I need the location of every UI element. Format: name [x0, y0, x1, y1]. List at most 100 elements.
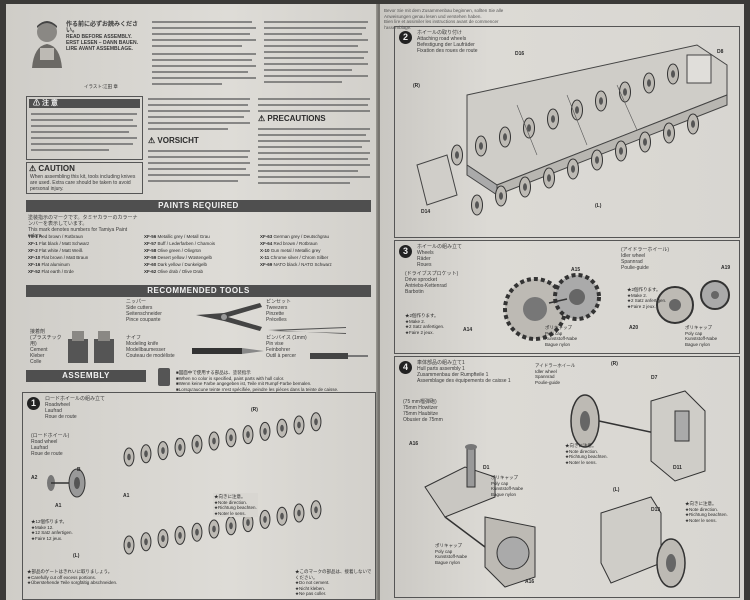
step3-make2-left: ★2個作ります。 ★Make 2. ★2 Satz anfertigen. ★F… — [405, 313, 444, 335]
illustration-caption: イラスト:江田 章 — [84, 84, 118, 89]
step4-label-l: (L) — [613, 487, 620, 493]
vorsicht-icon: ⚠ — [148, 136, 156, 145]
paint-entry: XF-1 Flat black / Matt Schwarz — [28, 241, 89, 247]
intro-fr: LIRE AVANT ASSEMBLAGE. — [66, 46, 133, 52]
step3-part-a20: A20 — [629, 325, 639, 331]
step3-sub-jp: (ドライブスプロケット) — [405, 271, 459, 277]
howitzer-drawing — [424, 444, 536, 588]
paint-entry: XF-69 NATO black / NATO Schwarz — [260, 262, 332, 268]
drive-sprocket-drawing — [503, 273, 601, 341]
cement-bottles-icon — [68, 331, 114, 363]
polycap-mid-fr: Bague nylon — [491, 491, 517, 497]
paint-code: XF-69 — [260, 262, 274, 267]
step4-direction-en: ★Note direction. — [565, 448, 599, 454]
road-wheel-hub — [619, 147, 623, 155]
road-wheel-hub — [575, 106, 579, 114]
make2-right-fr: ★Faire 2 jeux. — [627, 303, 656, 309]
idler-label-en: Idler wheel — [535, 368, 557, 374]
paints-note-en: This mark denotes numbers for Tamiya Pai… — [28, 227, 128, 239]
middle-column-lines — [148, 98, 250, 130]
howitzer-de: 75mm Haubitze — [403, 411, 439, 417]
make2-right-jp: ★2個作ります。 — [627, 287, 661, 292]
step3-en: Wheels — [417, 250, 434, 256]
step1-direction-note: ★向きに注意。 ★Note direction. ★Richtung beach… — [213, 493, 258, 517]
paint-name: Flat earth / Erde — [41, 269, 74, 274]
road-wheel-hub — [475, 201, 479, 209]
direction-fr: ★Noter le sens. — [214, 510, 246, 516]
step4-part-d7: D7 — [651, 375, 658, 381]
recommended-tools-banner: RECOMMENDED TOOLS — [26, 285, 371, 297]
make2-en: ★Make 2. — [405, 318, 426, 324]
road-wheel-hub — [144, 538, 148, 546]
step1-label-l: (L) — [73, 553, 80, 559]
cement-label: 接着剤 (プラスチック用) Cement Kleber Colle — [30, 329, 66, 365]
road-wheel-hub — [647, 79, 651, 87]
road-wheel-hub — [127, 453, 131, 461]
cement-jp: 接着剤 — [30, 329, 46, 335]
polycap-en: Poly cap — [545, 330, 563, 336]
road-wheel-hub — [246, 431, 250, 439]
step4-part-d11: D11 — [673, 465, 682, 471]
paint-entry: XF-16 Flat aluminum — [28, 262, 70, 268]
paint-code: XF-52 — [28, 269, 42, 274]
step4-heading: 車体部品の組み立て1 Hull parts assembly 1 Zusamme… — [417, 360, 511, 384]
road-wheel-hub — [623, 88, 627, 96]
step1-sub-jp: (ロードホイール) — [31, 433, 70, 439]
step2-de: Befestigung der Laufräder — [417, 42, 475, 48]
paint-entry: XF-60 Dark yellow / Dunkelgelb — [144, 262, 207, 268]
cement-de: Kleber — [30, 353, 45, 359]
paint-code: XF-59 — [144, 255, 158, 260]
step2-jp: ホイールの取り付け — [417, 30, 463, 36]
paint-name: Flat aluminum — [41, 262, 70, 267]
road-wheel-row-l — [123, 500, 322, 555]
step4-part-a16-b: A16 — [525, 579, 535, 585]
step1-jp: ロードホイールの組み立て — [45, 396, 106, 402]
paint-entry: X-11 Chrome silver / Chrom Silber — [260, 255, 328, 261]
step3-make2-right: ★2個作ります。 ★Make 2. ★2 Satz anfertigen. ★F… — [627, 287, 666, 309]
step4-fr: Assemblage des équipements de caisse 1 — [417, 378, 511, 384]
road-wheel-hub — [595, 156, 599, 164]
road-wheel-hub — [297, 421, 301, 429]
road-wheel-hub — [547, 174, 551, 182]
idler-jp: (アイドラーホイール) — [621, 247, 670, 253]
tweezers-fr: Précelles — [266, 317, 287, 323]
road-wheel-hub — [551, 115, 555, 123]
howitzer-en: 75mm Howitzer — [403, 405, 438, 411]
step4-direction-note-l: ★向きに注意。 ★Note direction. ★Richtung beach… — [685, 501, 728, 523]
road-wheel-hub — [643, 138, 647, 146]
step2-number: 2 — [399, 31, 412, 44]
paint-name: Metallic grey / Metall Grau — [157, 234, 210, 239]
paint-bottle-icon — [158, 368, 170, 386]
make2-jp: ★2個作ります。 — [405, 313, 439, 318]
step4-direction-note: ★向きに注意。 ★Note direction. ★Richtung beach… — [565, 443, 608, 465]
polycap-mid-jp: ポリキャップ — [491, 475, 518, 480]
paint-name: Red brown / Rotbraun — [273, 241, 318, 246]
step3-part-a19: A19 — [721, 265, 731, 271]
tweezers-jp: ピンセット — [266, 299, 292, 305]
step3-sub-fr: Barbotin — [405, 289, 424, 295]
paint-entry: XF-64 Red brown / Rotbraun — [260, 241, 318, 247]
step1-make-note: ★12個作ります。 ★Make 12. ★12 Satz anfertigen.… — [31, 519, 73, 541]
paint-name: Buff / Lederfarben / Chamois — [157, 241, 215, 246]
idler-mount-drawing-l — [600, 496, 686, 588]
step1-part-b: B — [77, 467, 81, 473]
step2-label-r: (R) — [413, 83, 420, 89]
assembly-note-jp: ■図面中で使用する部品は、塗装指示 — [176, 370, 251, 375]
road-wheel-row-r — [123, 412, 322, 467]
road-wheel-hub — [599, 97, 603, 105]
intro-en: READ BEFORE ASSEMBLY. — [66, 34, 132, 40]
paint-name: Olive green / Olivgrün — [157, 248, 202, 253]
make12-fr: ★Faire 12 jeux. — [31, 535, 63, 541]
warning-jp-text-lines — [31, 113, 137, 151]
idler-label-fr: Poulie-guide — [535, 379, 561, 385]
knife-fr: Couteau de modéliste — [126, 353, 175, 359]
step3-sub: (ドライブスプロケット) Drive sprocket Antriebs-Ket… — [405, 271, 458, 295]
step2-en: Attaching road wheels — [417, 36, 467, 42]
paint-name: Desert yellow / Wüstengelb — [157, 255, 213, 260]
step1-sub-fr: Roue de route — [31, 451, 63, 457]
vorsicht-text-lines — [148, 150, 250, 182]
step2-panel: 2 ホイールの取り付け Attaching road wheels Befest… — [394, 26, 740, 238]
right-column-text: ⚠ PRECAUTIONS — [258, 96, 373, 196]
intro-de: ERST LESEN – DANN BAUEN. — [66, 40, 138, 46]
step2-part-d14: D14 — [421, 209, 431, 215]
